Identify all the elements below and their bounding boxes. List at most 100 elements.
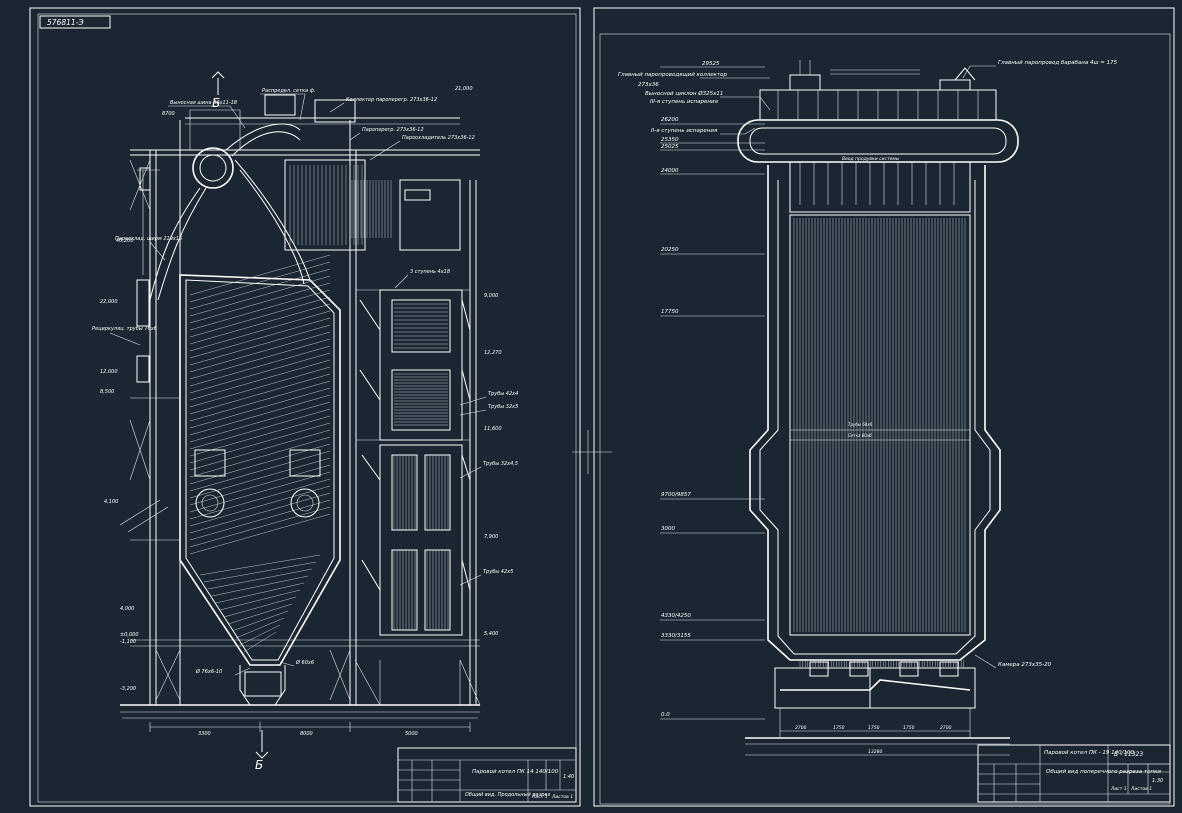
callout-left-2: Рециркуляц. трубы 76x6: [92, 326, 157, 332]
r-level-6: 17750: [661, 309, 679, 315]
dim-left-2: 5000: [405, 731, 418, 737]
left-sheet-border: [29, 7, 581, 807]
level-left-3: 8,500: [100, 389, 114, 395]
callout-bottom-1: Ø 76x6-10: [195, 668, 222, 675]
burner-left: [195, 488, 225, 518]
right-title-block: Паровой котел ПК - 19 140/100 Общий вид …: [977, 744, 1171, 803]
callout-r1b: 273x36: [638, 82, 659, 88]
level-left-7: -1,100: [120, 639, 136, 645]
callout-r1: Главный паропроводящий коллектор: [618, 72, 728, 78]
left-sheet-no: Лист 1: [531, 794, 548, 800]
right-sheet: Трубы 60x6 Сетка 60x6 Главный паропровод…: [593, 7, 1175, 807]
left-subtitle: Общий вид. Продольный разрез: [465, 792, 551, 798]
dim-left-3: 8700: [162, 111, 175, 117]
callout-right-3: Трубы 32x4,5: [483, 461, 518, 467]
callout-r2b: III-я ступень испарения: [650, 99, 719, 105]
callout-right-2: Трубы 32x5: [488, 404, 518, 410]
callout-right-4: Трубы 42x5: [483, 569, 513, 575]
right-casing: [737, 60, 1019, 745]
r-dim-3: 1750: [903, 725, 915, 731]
callout-r2: Выносной циклон Ø325x11: [645, 90, 723, 97]
left-callouts: Выносная шина 30x11-18 Распредел. сетка …: [92, 88, 518, 676]
left-stamp-box: [39, 15, 111, 29]
right-sheet-no: Лист 1: [1110, 786, 1127, 792]
right-callouts: Главный паропроводящий коллектор 273x36 …: [618, 60, 1118, 669]
left-drum-area: [149, 94, 461, 301]
level-right-2: 11,600: [484, 426, 502, 432]
mid-label-2: Сетка 60x6: [848, 433, 872, 438]
section-marker-bottom: Б: [255, 758, 263, 772]
callout-pin-pipe: Выносная шина 30x11-18: [170, 100, 237, 106]
level-right-1: 12,270: [484, 350, 502, 356]
r-level-8: 3000: [661, 526, 675, 532]
callout-main-steam: Главный паропровод барабана 4ш = 175: [998, 60, 1118, 66]
right-levels: 29525 26200 25350 25025 24000 20250 1775…: [661, 61, 720, 718]
left-steel-frame: [129, 120, 480, 705]
r-level-2: 25350: [661, 137, 679, 143]
right-sheets-count: Листов 1: [1130, 786, 1152, 792]
left-stamp: 576811-Э: [47, 18, 84, 27]
level-left-5: 4,000: [120, 606, 134, 612]
level-left-8: -3,200: [120, 686, 136, 692]
right-sheet-border: [593, 7, 1175, 807]
mid-label-1: Трубы 60x6: [848, 422, 873, 427]
callout-bottom-2: Ø 60x6: [295, 659, 314, 666]
right-title: Паровой котел ПК - 19 140/100: [1044, 750, 1134, 756]
level-right-3: 9,000: [484, 293, 498, 299]
left-convective-shaft: [354, 289, 481, 706]
r-level-0: 29525: [702, 61, 720, 67]
level-left-2: 12,000: [100, 369, 118, 375]
level-left-4: 4,100: [104, 499, 118, 505]
level-right-0: 21,000: [455, 86, 473, 92]
r-level-5: 20250: [661, 247, 679, 253]
callout-chamber: Камера 273x35-20: [998, 662, 1052, 668]
r-dim-2: 1750: [868, 725, 880, 731]
level-left-1: 22,000: [100, 299, 118, 305]
r-level-3: 25025: [661, 144, 679, 150]
left-scale: 1:40: [563, 774, 574, 780]
left-title: Паровой котел ПК 14 140/100: [472, 769, 559, 775]
left-title-block: Паровой котел ПК 14 140/100 Общий вид. П…: [397, 747, 577, 803]
level-left-6: ±0,000: [120, 632, 139, 638]
dim-left-0: 3300: [198, 731, 211, 737]
left-aux: [119, 167, 169, 533]
r-level-1: 26200: [661, 117, 679, 123]
level-right-4: 7,900: [484, 534, 498, 540]
callout-left-1: Пароохлад. ширм 219x16: [115, 236, 182, 242]
left-dimensions: 3300 8000 5000 8700: [149, 111, 471, 737]
callout-header-top: Коллектор пароперегр. 273x36-12: [346, 97, 437, 103]
right-waterwall-panel: Трубы 60x6 Сетка 60x6: [789, 214, 971, 667]
right-dimensions: 2700 1750 1750 1750 2700 13280: [745, 725, 1010, 756]
level-left-0: 40,200: [116, 238, 134, 244]
r-level-10: 3330/3155: [661, 633, 691, 639]
steam-drum: [192, 147, 234, 189]
dim-left-1: 8000: [300, 731, 313, 737]
r-level-9: 4330/4250: [661, 613, 691, 619]
left-levels: 40,200 22,000 12,000 8,500 4,100 4,000 ±…: [100, 86, 502, 692]
r-level-11: 0.0: [661, 712, 670, 718]
callout-right-1: Трубы 42x4: [488, 391, 518, 397]
callout-outlet: Ввод продувки системы: [842, 156, 900, 162]
callout-r3: II-я ступень испарения: [651, 128, 718, 134]
r-level-7: 9700/9857: [661, 492, 691, 498]
r-level-4: 24000: [661, 168, 679, 174]
r-dim-4: 2700: [940, 725, 952, 731]
right-code: Б - 11323: [1114, 751, 1143, 758]
r-total-width: 13280: [868, 749, 882, 755]
level-right-5: 5,400: [484, 631, 498, 637]
burner-right: [290, 488, 320, 518]
callout-attemperator: Пароохладитель 273x36-12: [402, 135, 475, 141]
right-subtitle: Общий вид поперечного разреза топки: [1046, 769, 1161, 775]
section-marker-top: Б: [212, 96, 220, 110]
r-dim-0: 2700: [795, 725, 807, 731]
r-dim-1: 1750: [833, 725, 845, 731]
tube-panel: [789, 214, 971, 636]
callout-drum: Распредел. сетка ф.: [262, 88, 316, 94]
callout-header-right: Пароперегр. 273x36-12: [362, 127, 424, 133]
left-furnace: [179, 254, 341, 706]
left-sheet: 576811-Э Б Б: [29, 7, 581, 807]
left-sheets-count: Листов 1: [551, 794, 573, 800]
callout-window: 3 ступень 4x18: [410, 269, 450, 275]
right-scale: 1:30: [1152, 778, 1163, 784]
